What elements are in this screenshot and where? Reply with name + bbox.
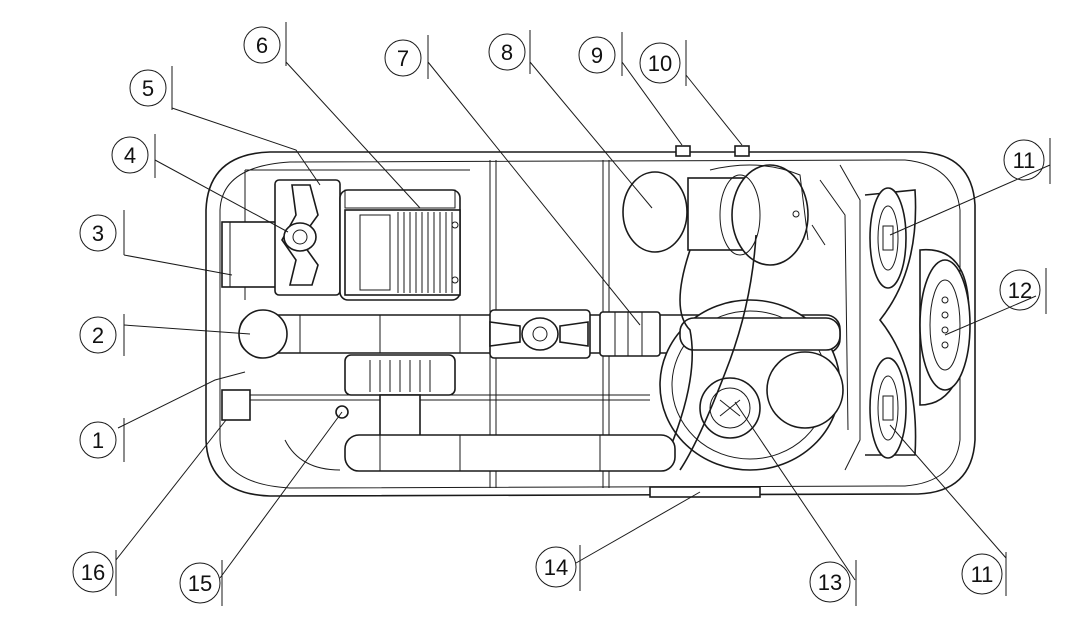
base-handle: [649, 486, 761, 498]
return-pipe: [284, 434, 676, 472]
svg-text:15: 15: [188, 571, 212, 596]
hoses: [664, 224, 826, 471]
callout-2: 2: [79, 314, 125, 356]
motor: [339, 189, 461, 301]
callout-5: 5: [129, 66, 173, 110]
control-box: [221, 221, 278, 288]
callout-11-bottom: 11: [961, 552, 1007, 596]
pump-body: [344, 354, 456, 441]
svg-text:16: 16: [81, 560, 105, 585]
callout-12: 12: [999, 268, 1047, 314]
coupling: [599, 311, 661, 357]
filter-cylinder: [622, 164, 809, 266]
callout-10: 10: [639, 40, 687, 86]
svg-text:9: 9: [591, 43, 603, 68]
callout-13: 13: [809, 560, 857, 606]
callout-4: 4: [111, 134, 156, 178]
callout-16: 16: [72, 550, 117, 596]
callout-14: 14: [535, 545, 581, 591]
svg-text:14: 14: [544, 555, 568, 580]
svg-text:1: 1: [92, 428, 104, 453]
svg-text:10: 10: [648, 51, 672, 76]
svg-text:5: 5: [142, 76, 154, 101]
callout-15: 15: [179, 560, 223, 606]
callout-11-top: 11: [1003, 138, 1051, 184]
callouts: 1 2 3 4 5 6 7: [72, 22, 1051, 606]
svg-text:4: 4: [124, 143, 136, 168]
bracket: [221, 389, 251, 421]
callout-7: 7: [384, 35, 429, 79]
connector-pins: [941, 296, 949, 349]
callout-9: 9: [578, 32, 623, 76]
svg-text:11: 11: [971, 562, 994, 587]
svg-text:11: 11: [1013, 148, 1036, 173]
inline-valve: [489, 309, 591, 359]
svg-text:12: 12: [1008, 278, 1032, 303]
tank: [659, 299, 844, 471]
callout-3: 3: [79, 210, 125, 255]
fitting-9: [675, 145, 691, 157]
svg-text:3: 3: [92, 221, 104, 246]
svg-text:6: 6: [256, 33, 268, 58]
callout-1: 1: [79, 418, 125, 462]
svg-text:7: 7: [397, 46, 409, 71]
svg-text:2: 2: [92, 323, 104, 348]
fitting-10: [734, 145, 750, 157]
callout-6: 6: [243, 22, 287, 66]
leader-lines: [115, 61, 1051, 581]
svg-text:8: 8: [501, 40, 513, 65]
right-connectors: [864, 187, 971, 459]
pump-fins: [369, 360, 431, 392]
callout-8: 8: [488, 30, 531, 74]
svg-text:13: 13: [818, 570, 842, 595]
motor-fins: [397, 212, 453, 293]
float-ball: [238, 309, 288, 359]
ball-valve-4: [274, 179, 341, 296]
